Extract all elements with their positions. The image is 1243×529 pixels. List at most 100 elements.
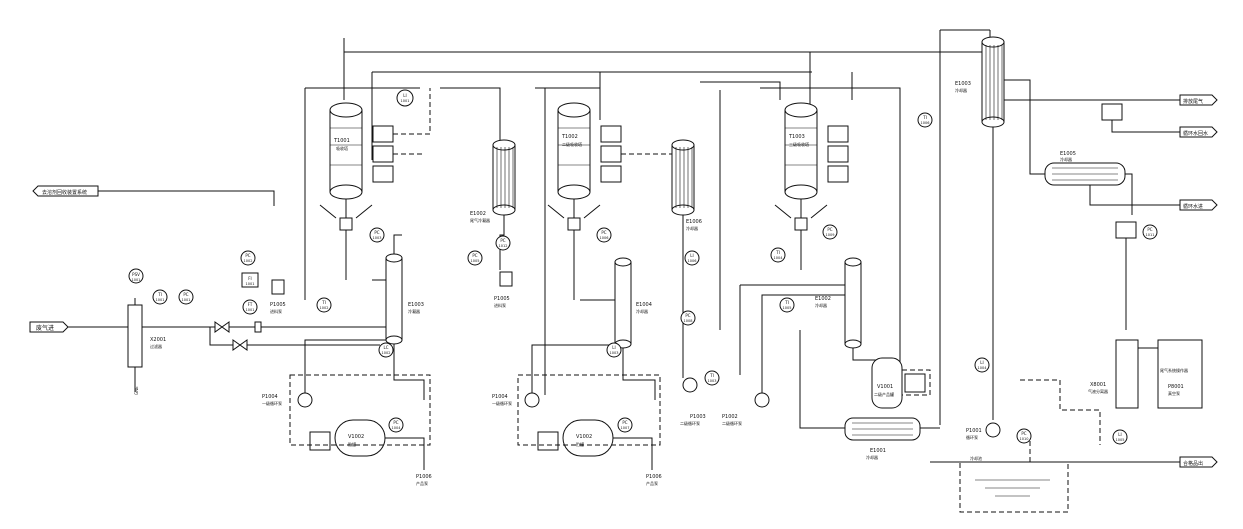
tank-2-tag: V1002 <box>576 434 592 440</box>
svg-text:1003: 1003 <box>708 379 717 383</box>
pump-1001-tag: P1001 <box>966 428 982 434</box>
to-process-arrow <box>32 185 99 197</box>
svg-text:TI: TI <box>157 292 162 297</box>
vacuum-label: 尾气系统操作器 <box>1160 367 1188 373</box>
instrument-pc-1009: PC 1009 <box>822 224 838 240</box>
product-out-arrow <box>1179 456 1218 468</box>
pump-1002-tag: P1002 <box>722 414 738 420</box>
svg-text:1002: 1002 <box>382 351 391 355</box>
valve-icon <box>214 321 223 333</box>
pump-1004a <box>297 392 313 408</box>
svg-text:1012: 1012 <box>499 244 508 248</box>
instrument-lc-1002: LC 1002 <box>378 342 394 358</box>
svg-text:1002: 1002 <box>244 259 253 263</box>
svg-text:PC: PC <box>393 420 398 425</box>
svg-text:PC: PC <box>601 230 606 235</box>
condenser-e1001 <box>492 144 516 211</box>
stripper-e1003 <box>385 257 403 341</box>
instrument-fi-1001: FI 1001 <box>241 272 259 288</box>
svg-text:TI: TI <box>784 300 789 305</box>
right-section: E1003 冷却器 排放尾气 循环水回水 E1005 冷却器 循环水进 X800… <box>930 36 1218 513</box>
column-1-desc: 吸收塔 <box>336 145 348 151</box>
stripper-2-tag: E1004 <box>636 302 652 308</box>
absorber-column-2 <box>557 109 591 193</box>
drain-label: GNE <box>134 386 139 395</box>
svg-text:1011: 1011 <box>1146 233 1155 237</box>
stripper-3-desc: 冷却器 <box>815 302 827 308</box>
top-header-piping <box>304 29 1000 425</box>
instrument-li-1005: LI 1005 <box>1112 429 1128 445</box>
instrument-li-1006: LI 1006 <box>684 250 700 266</box>
instrument-pc-1011: PC 1011 <box>1142 224 1158 240</box>
svg-text:1010: 1010 <box>1020 437 1029 441</box>
vessel-v1001 <box>871 357 903 409</box>
svg-text:1002: 1002 <box>320 306 329 310</box>
cool-in-label: 循环水进 <box>1183 203 1203 210</box>
svg-text:LI: LI <box>1118 432 1121 437</box>
svg-text:LC: LC <box>383 345 388 350</box>
absorber-column-3 <box>784 109 818 193</box>
valve-icon <box>232 339 241 351</box>
controller-box <box>827 145 849 163</box>
svg-text:PC: PC <box>245 253 250 258</box>
pool-label: 冷却池 <box>970 455 982 461</box>
instrument-ti-1002: TI 1002 <box>316 297 332 313</box>
svg-text:1001: 1001 <box>401 99 410 103</box>
recycle-arrow <box>1179 126 1218 138</box>
instrument-ti-1005: TI 1005 <box>779 297 795 313</box>
instrument-pc-1004: PC 1004 <box>388 417 404 433</box>
svg-text:TI: TI <box>321 300 326 305</box>
condenser-1-tag: E1002 <box>470 211 486 217</box>
pump-1001-desc: 循环泵 <box>966 434 978 440</box>
instrument-ti-1003: TI 1003 <box>704 370 720 386</box>
instrument-psv: PSV 1001 <box>128 268 144 284</box>
condenser-3-desc: 冷却器 <box>955 87 967 93</box>
pump-1003-desc: 二级循环泵 <box>680 420 700 426</box>
absorber-column-1 <box>329 109 363 193</box>
svg-text:1001: 1001 <box>132 278 141 282</box>
instrument-pc-1012: PC 1012 <box>495 235 511 251</box>
svg-text:1001: 1001 <box>156 298 165 302</box>
stripper-e1004 <box>614 261 632 345</box>
stripper-3-tag: E1002 <box>815 296 831 302</box>
controller-box <box>827 125 849 143</box>
stripper-2-desc: 冷却器 <box>636 308 648 314</box>
pump-1006a-tag: P1006 <box>416 474 432 480</box>
pump-1005a-tag: P1005 <box>270 302 286 308</box>
pump-1002-desc: 二级循环泵 <box>722 420 742 426</box>
to-process-label: 去溶剂回收装置系统 <box>42 189 87 196</box>
svg-text:1008: 1008 <box>684 319 693 323</box>
svg-text:PC: PC <box>685 313 690 318</box>
instrument-pc-1002: PC 1002 <box>240 250 256 266</box>
pump-1005a-desc: 进料泵 <box>270 308 282 314</box>
instrument-ft-1001: FT 1001 <box>242 299 258 315</box>
controller-box <box>827 165 849 183</box>
svg-text:1004: 1004 <box>774 256 784 260</box>
svg-text:PC: PC <box>1021 431 1026 436</box>
separator-tag: X8001 <box>1090 382 1106 388</box>
svg-text:1004: 1004 <box>978 366 988 370</box>
instrument-ti-1006: TI 1006 <box>917 112 933 128</box>
separator-desc: 气液分离器 <box>1088 388 1108 394</box>
condenser-2-desc: 冷却器 <box>686 225 698 231</box>
svg-text:1001: 1001 <box>182 298 191 302</box>
waste-gas-inlet-arrow <box>29 321 69 333</box>
outlet-to-process: 去溶剂回收装置系统 <box>32 185 275 206</box>
controller-box <box>372 165 394 183</box>
pump-1005b-tag: P1005 <box>494 296 510 302</box>
svg-text:1005: 1005 <box>783 306 792 310</box>
instrument-pc-1003: PC 1003 <box>369 227 385 243</box>
pump-1006a-desc: 产品泵 <box>416 480 428 486</box>
svg-text:LI: LI <box>980 360 983 365</box>
instrument-li-1003: LI 1003 <box>606 342 622 358</box>
controller-box <box>372 145 394 163</box>
cool-in-arrow <box>1179 199 1218 211</box>
svg-text:PC: PC <box>1147 227 1152 232</box>
orifice-plate <box>254 321 262 333</box>
svg-text:PSV: PSV <box>132 272 140 277</box>
svg-text:1007: 1007 <box>621 426 630 430</box>
column-1-tag: T1001 <box>333 138 350 144</box>
controller-box <box>372 125 394 143</box>
condenser-2-tag: E1006 <box>686 219 702 225</box>
instrument-li-1001: LI 1001 <box>396 89 414 107</box>
